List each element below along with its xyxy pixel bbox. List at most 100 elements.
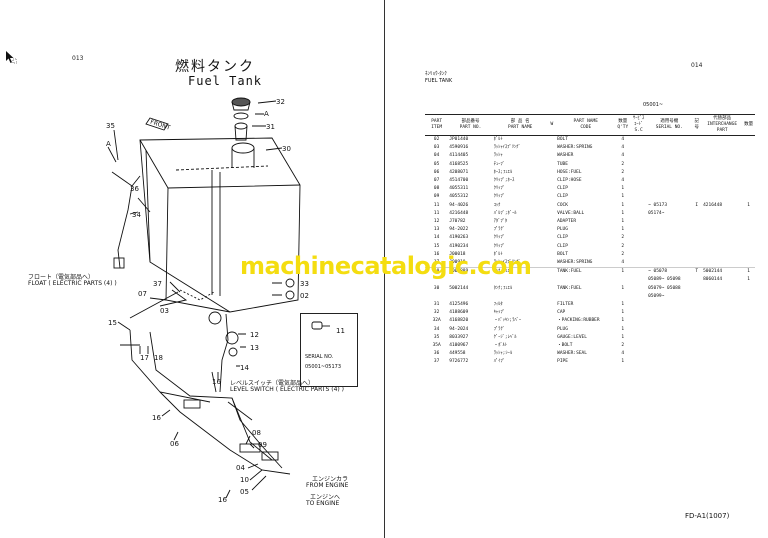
serial-box-label: SERIAL NO. <box>305 354 334 360</box>
callout-12: 12 <box>250 331 259 339</box>
cell-qty: 4 <box>621 260 625 266</box>
cell-iqty <box>742 285 755 293</box>
cell-qty: 4 <box>621 153 625 159</box>
cell-item: 34 <box>433 326 440 332</box>
cell-empty <box>548 193 556 201</box>
cell-ipart <box>702 301 742 309</box>
cell-flag <box>692 218 703 226</box>
callout-32: 32 <box>276 98 285 106</box>
cell-empty <box>630 136 647 145</box>
cell-name-en: GAUGE:LEVEL <box>557 334 587 340</box>
callout-02: 02 <box>300 292 309 300</box>
cell-qty: 2 <box>621 243 625 249</box>
front-label: FRONT <box>149 119 171 132</box>
cell-iqty <box>742 259 755 268</box>
cell-part-no: 4216448 <box>449 210 469 216</box>
cell-serial <box>647 226 691 234</box>
cell-name-en: WASHER:SPRING <box>557 145 593 151</box>
cell-part-no: 4188609 <box>449 310 469 316</box>
cell-empty <box>630 243 647 251</box>
cell-empty <box>630 259 647 268</box>
cell-serial: 05089~ 05098 <box>648 277 681 283</box>
cell-part-no <box>448 293 492 301</box>
cell-ipart: 8060144 <box>703 277 723 283</box>
cell-qty: 1 <box>621 326 625 332</box>
cell-iqty: 1 <box>747 202 750 208</box>
cell-serial <box>647 309 691 317</box>
page-footer: FD-A1(1007) <box>685 512 730 520</box>
cell-iqty <box>742 358 755 366</box>
cell-name-en: BOLT <box>557 137 568 142</box>
page-title-jp: 燃料タンク <box>175 59 255 75</box>
cell-empty <box>547 267 557 277</box>
cell-ipart <box>702 193 742 201</box>
serial-number-box: SERIAL NO. 05001~05173 <box>300 313 358 387</box>
cell-ipart <box>702 161 742 169</box>
cell-empty <box>630 202 647 210</box>
cell-flag: T <box>691 267 703 277</box>
callout-11: 11 <box>336 327 345 335</box>
cell-ipart <box>702 226 742 234</box>
cell-ipart <box>702 218 742 226</box>
cell-item: 30 <box>433 285 440 291</box>
cell-item: 14 <box>433 235 440 241</box>
cell-iqty <box>742 251 755 259</box>
cell-item: 17 <box>433 260 440 266</box>
cell-part-no: J00910 <box>449 260 466 266</box>
cell-item: 05 <box>433 161 440 167</box>
cell-ipart <box>702 136 742 145</box>
left-page-number: 013 <box>72 55 84 62</box>
cell-name-jp: ﾜｯｼｬｲｽﾌﾟﾘﾝｸﾞ <box>493 145 521 151</box>
cell-empty <box>630 218 647 226</box>
col-sc: ｻｰﾋﾞｽ ｺｰﾄﾞ S.C <box>630 114 648 136</box>
cell-empty <box>548 301 556 309</box>
callout-16c: 16 <box>218 496 227 504</box>
cell-empty <box>548 177 556 185</box>
cell-part-no: 4055312 <box>449 194 469 200</box>
col-name-code: PART NAME CODE <box>556 114 616 136</box>
cell-qty: 2 <box>621 251 625 257</box>
left-page: 013 燃料タンク Fuel Tank <box>6 51 358 507</box>
cell-ipart <box>702 251 742 259</box>
cell-flag <box>692 152 703 160</box>
cell-name-en: WASHER:SPRING <box>557 260 593 266</box>
callout-10: 10 <box>240 476 249 484</box>
cell-empty <box>630 293 647 301</box>
cell-item: 37 <box>433 359 440 365</box>
cell-name-jp: ﾎｰｽ;ﾌｭｴﾙ <box>493 169 513 175</box>
cell-serial <box>647 334 691 342</box>
cell-name-en <box>556 276 615 284</box>
cell-flag <box>692 334 703 342</box>
cell-name-en: CLIP <box>557 186 568 192</box>
cell-qty: 1 <box>621 310 625 316</box>
cell-item <box>425 293 448 301</box>
cell-empty <box>548 317 556 325</box>
table-row: 05099~ <box>425 293 755 301</box>
col-flag: 記号 <box>691 114 703 136</box>
cell-serial: 05079~ 05088 <box>648 285 681 291</box>
cell-serial <box>647 301 691 309</box>
cell-part-no: 4590916 <box>449 145 469 151</box>
cell-ipart <box>702 144 742 152</box>
cell-iqty <box>742 193 755 201</box>
cell-empty <box>548 169 556 177</box>
cell-ipart: 5002144 <box>702 267 743 277</box>
cell-ipart <box>702 293 742 301</box>
col-item: PART ITEM <box>425 114 449 136</box>
cell-name-en: WASHER <box>557 153 574 159</box>
cell-empty <box>548 144 556 152</box>
cell-iqty <box>742 334 755 342</box>
callout-30: 30 <box>282 145 291 153</box>
cell-empty <box>548 210 556 218</box>
cell-part-no: 4055311 <box>449 186 469 192</box>
cell-qty: 1 <box>621 318 625 324</box>
